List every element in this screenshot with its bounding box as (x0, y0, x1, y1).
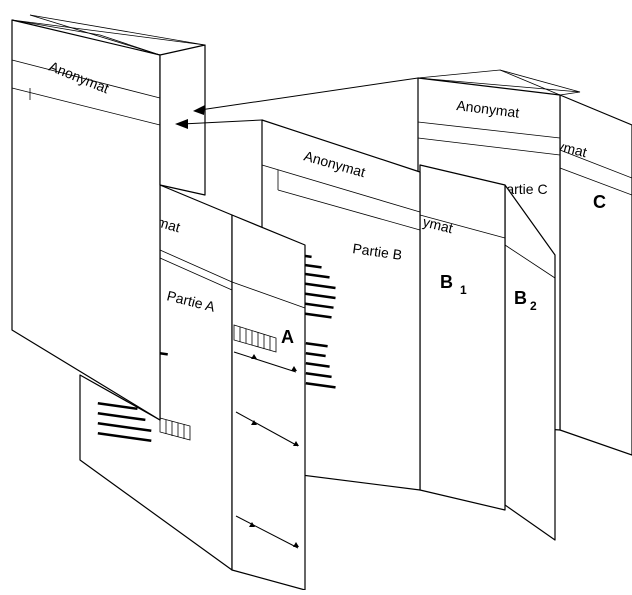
page-c-header-line-2 (417, 137, 561, 156)
front-fold-top (11, 19, 161, 56)
front-header-line-2 (11, 87, 161, 126)
front-anonymat-flap: Anonymat (11, 14, 206, 421)
page-a-right (231, 214, 306, 591)
page-c-letter: C (593, 192, 606, 212)
page-c-anonymat-text: Anonymat (456, 97, 521, 121)
page-b1-anonymat-text: ymat (421, 213, 454, 236)
page-a-left-bar (159, 417, 191, 441)
front-fold-diag-1 (11, 19, 206, 46)
front-fold-diag-3 (29, 14, 206, 46)
page-c-fold-diag (417, 77, 581, 93)
booklet-a: mat Partie A A (79, 184, 306, 591)
page-a-right-beam-2 (235, 515, 299, 549)
page-a-letter: A (281, 327, 294, 347)
page-a-left-header-line (159, 249, 233, 283)
page-a-anonymat-text: mat (155, 214, 182, 236)
page-a-left-header-line-2 (159, 257, 233, 291)
page-b2-letter: B (514, 288, 527, 308)
page-b-text-lines (285, 252, 336, 389)
page-b1-header-line (419, 214, 506, 239)
arrow-1-line (199, 77, 419, 111)
page-a-right-bar (233, 324, 297, 373)
page-b1-subscript: 1 (460, 283, 467, 297)
page-b2-subscript: 2 (530, 299, 537, 313)
page-c-header-line (417, 121, 561, 139)
page-b2-header-line (504, 244, 556, 279)
arrow-2-line (181, 119, 263, 125)
front-fold-diag-2 (29, 14, 161, 56)
page-c-right-header-line (559, 149, 632, 179)
arrow-1-head (193, 105, 205, 115)
arrow-2-head (175, 119, 188, 129)
page-c-right-header-line-2 (559, 167, 632, 196)
page-b-header-line-2 (277, 189, 421, 231)
page-b-header-line (261, 164, 421, 213)
page-a-left-text-lines (97, 352, 168, 442)
page-b1-letter: B (440, 272, 453, 292)
page-a-right-header-line (231, 281, 306, 309)
front-page-right (159, 44, 206, 196)
front-header-line (11, 59, 161, 99)
page-b-partie-text: Partie B (352, 240, 404, 263)
arrows (175, 77, 419, 129)
front-page-left (11, 19, 161, 421)
page-c-right-anonymat-text: ymat (555, 137, 588, 160)
page-a-right-beam-1 (235, 411, 299, 447)
